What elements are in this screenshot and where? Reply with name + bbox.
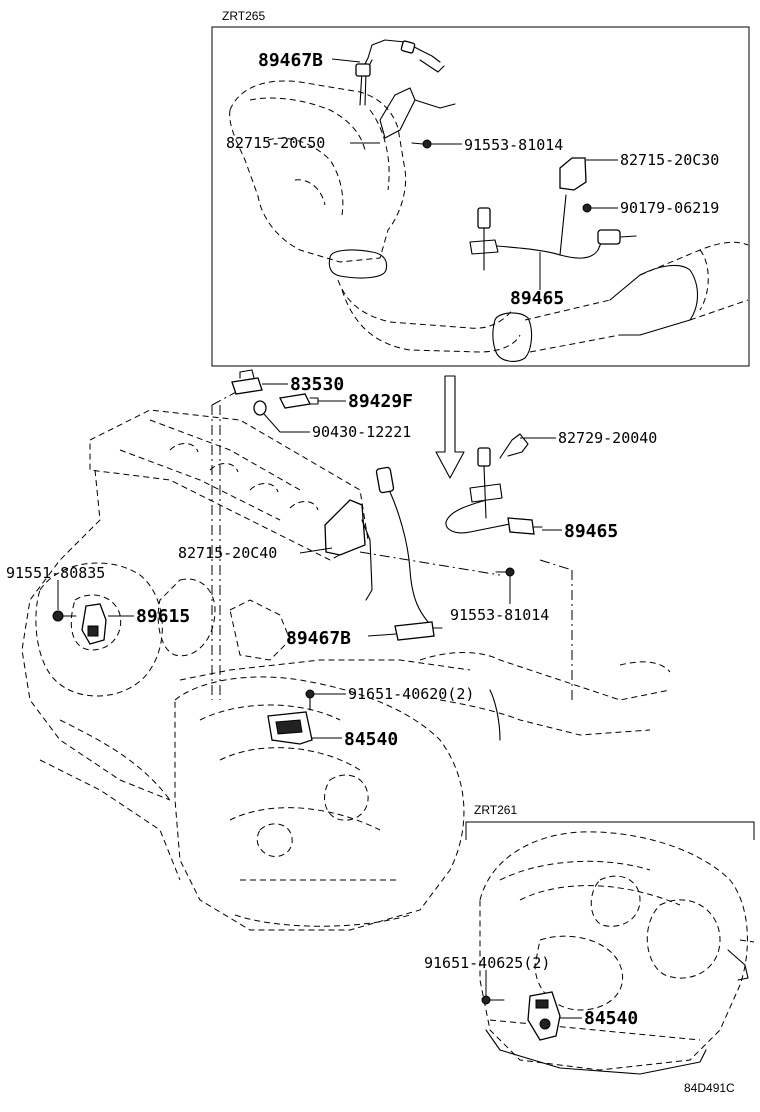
label-91551-80835: 91551-80835 [6, 564, 105, 582]
neutral-switch-84540-mid [267, 711, 342, 745]
label-89465-top: 89465 [510, 288, 564, 309]
temperature-sensor-89429f [279, 393, 346, 409]
oil-pressure-switch-83530 [231, 369, 288, 395]
oxygen-sensor-89467b-mid [367, 466, 443, 641]
label-83530: 83530 [290, 374, 344, 395]
oxygen-sensor-89465-mid [445, 433, 562, 535]
inset-zrt261: ZRT261 91651-40625(2) 84540 [424, 803, 755, 1075]
bolt-91651-40620 [305, 689, 346, 711]
label-91651-40625: 91651-40625(2) [424, 954, 550, 972]
label-89615: 89615 [136, 606, 190, 627]
oxygen-sensor-89467b-top [355, 39, 456, 139]
label-82715-20c40: 82715-20C40 [178, 544, 277, 562]
inset-frame [211, 26, 750, 367]
inset-bracket [465, 821, 755, 840]
label-90179-06219: 90179-06219 [620, 199, 719, 217]
label-90430-12221: 90430-12221 [312, 423, 411, 441]
label-91553-81014-top: 91553-81014 [464, 136, 563, 154]
inset-tag-zrt261: ZRT261 [474, 803, 517, 817]
label-84540-bottom: 84540 [584, 1008, 638, 1029]
exhaust-manifold-drawing [229, 80, 749, 362]
label-82715-20c30: 82715-20C30 [620, 151, 719, 169]
bracket-82715-20c30 [559, 157, 592, 213]
neutral-switch-84540-bottom [527, 991, 582, 1041]
bracket-82715-20c40 [299, 499, 373, 601]
bolt-91651-40625 [481, 970, 505, 1005]
bolt-91551-80835 [52, 580, 77, 622]
engine-assembly-drawing [21, 389, 671, 931]
label-84540-mid: 84540 [344, 729, 398, 750]
label-89467b-mid: 89467B [286, 628, 351, 649]
down-arrow [435, 375, 465, 479]
figure-code: 84D491C [684, 1081, 735, 1095]
label-89465-mid: 89465 [564, 521, 618, 542]
label-82715-20c50: 82715-20C50 [226, 134, 325, 152]
label-89429f: 89429F [348, 391, 413, 412]
gasket-90430 [253, 400, 310, 433]
bolt-91553-mid [495, 567, 515, 604]
bolt-91553-top [411, 139, 432, 149]
transaxle-zrt261-drawing [479, 831, 755, 1075]
inset-tag-zrt265: ZRT265 [222, 9, 265, 23]
label-91553-81014-mid: 91553-81014 [450, 606, 549, 624]
knock-sensor-89615 [81, 603, 134, 645]
label-91651-40620: 91651-40620(2) [348, 685, 474, 703]
inset-zrt265: ZRT265 [211, 9, 750, 367]
label-89467b-top: 89467B [258, 50, 323, 71]
label-82729-20040: 82729-20040 [558, 429, 657, 447]
oxygen-sensor-89465-top [469, 194, 637, 271]
